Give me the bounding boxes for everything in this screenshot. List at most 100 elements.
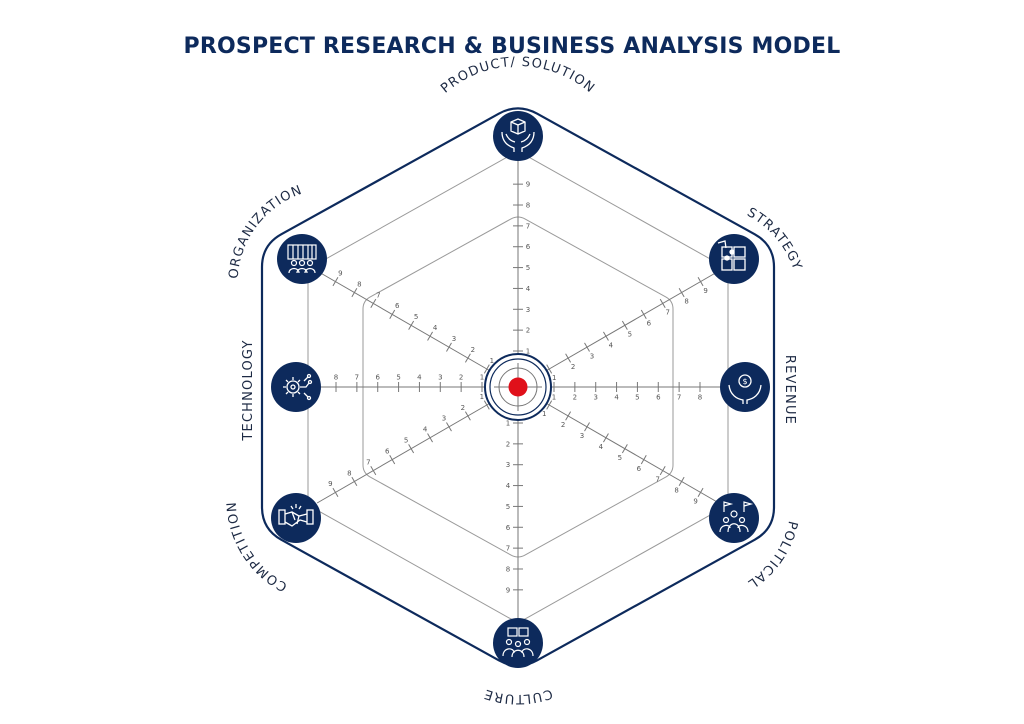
axis-tick bbox=[659, 298, 666, 309]
tick-label: 5 bbox=[506, 503, 510, 511]
axis-tick bbox=[464, 353, 471, 363]
tick-label: 7 bbox=[355, 374, 359, 382]
tick-label: 7 bbox=[506, 545, 510, 553]
tick-label: 4 bbox=[433, 324, 438, 332]
tick-label: 2 bbox=[461, 404, 465, 412]
tick-label: 7 bbox=[376, 291, 380, 299]
node-revenue: $ bbox=[720, 362, 770, 412]
tick-label: 5 bbox=[635, 394, 639, 402]
axis-tick bbox=[697, 277, 704, 287]
tick-label: 2 bbox=[571, 363, 575, 371]
axis-tick bbox=[621, 320, 628, 330]
axis-tick bbox=[332, 487, 339, 497]
tick-label: 5 bbox=[618, 454, 622, 462]
tick-label: 4 bbox=[423, 426, 428, 434]
axis-tick bbox=[659, 465, 666, 476]
tick-label: 1 bbox=[480, 374, 484, 382]
axis-tick bbox=[389, 455, 396, 465]
tick-label: 2 bbox=[561, 421, 565, 429]
axis-line-6 bbox=[316, 403, 490, 504]
tick-label: 6 bbox=[647, 320, 652, 328]
tick-label: 6 bbox=[526, 243, 531, 251]
axis-tick bbox=[408, 320, 415, 330]
tick-label: 4 bbox=[614, 394, 619, 402]
axis-line-2 bbox=[546, 270, 720, 371]
tick-label: 1 bbox=[490, 357, 494, 365]
tick-label: 7 bbox=[366, 458, 370, 466]
tick-label: 8 bbox=[357, 280, 361, 288]
flag-people-icon bbox=[719, 501, 754, 533]
center-dot bbox=[508, 377, 528, 397]
tick-label: 2 bbox=[506, 440, 510, 448]
handshake-icon bbox=[278, 504, 314, 527]
node-product-solution bbox=[493, 111, 543, 161]
axis-tick bbox=[483, 400, 490, 410]
tick-label: 3 bbox=[580, 432, 584, 440]
tick-label: 1 bbox=[552, 394, 556, 402]
axis-tick bbox=[678, 287, 685, 298]
tick-label: 5 bbox=[526, 264, 530, 272]
tick-label: 1 bbox=[526, 348, 530, 356]
tick-label: 4 bbox=[609, 341, 614, 349]
node-strategy bbox=[709, 234, 759, 284]
tick-label: 3 bbox=[452, 335, 456, 343]
tick-label: 8 bbox=[698, 394, 702, 402]
tick-label: 6 bbox=[395, 302, 400, 310]
hands-box-icon bbox=[501, 118, 535, 152]
tick-label: 8 bbox=[334, 374, 338, 382]
tick-label: 8 bbox=[347, 469, 351, 477]
tick-label: 3 bbox=[442, 415, 446, 423]
tick-label: 8 bbox=[526, 202, 530, 210]
axis-tick bbox=[678, 476, 685, 487]
axis-tick bbox=[565, 353, 572, 363]
axis-tick bbox=[446, 422, 452, 432]
tick-label: 5 bbox=[404, 437, 408, 445]
axis-tick bbox=[370, 298, 377, 309]
tick-label: 4 bbox=[506, 482, 511, 490]
team-puzzle-icon bbox=[502, 627, 534, 658]
axis-tick bbox=[446, 342, 452, 352]
axis-tick bbox=[603, 433, 609, 443]
center-target bbox=[484, 353, 552, 421]
axis-tick bbox=[584, 422, 590, 432]
tick-label: 4 bbox=[599, 443, 604, 451]
tick-label: 5 bbox=[414, 313, 418, 321]
tick-label: 3 bbox=[590, 352, 594, 360]
puzzle-icon bbox=[717, 240, 746, 271]
axis-tick bbox=[427, 331, 433, 341]
axis-tick bbox=[697, 487, 704, 497]
tick-label: 1 bbox=[506, 420, 510, 428]
tick-label: 6 bbox=[385, 448, 390, 456]
axis-tick bbox=[351, 287, 358, 298]
axis-tick bbox=[370, 465, 377, 476]
tick-label: 5 bbox=[628, 331, 632, 339]
axis-line-8 bbox=[316, 270, 490, 371]
svg-text:$: $ bbox=[742, 377, 747, 386]
axis-tick bbox=[640, 455, 647, 465]
axis-tick bbox=[408, 444, 415, 454]
tick-label: 7 bbox=[655, 476, 659, 484]
tick-label: 9 bbox=[703, 287, 707, 295]
grid-hexagon-1 bbox=[362, 216, 674, 558]
tick-label: 2 bbox=[459, 374, 463, 382]
tick-label: 8 bbox=[506, 566, 510, 574]
building-people-icon bbox=[287, 244, 317, 274]
axis-tick bbox=[603, 331, 609, 341]
tick-label: 4 bbox=[526, 285, 531, 293]
tick-label: 7 bbox=[526, 222, 530, 230]
tick-label: 9 bbox=[526, 181, 530, 189]
tick-label: 1 bbox=[542, 410, 546, 418]
label-revenue: REVENUE bbox=[782, 355, 797, 425]
tick-label: 1 bbox=[480, 393, 484, 401]
axis-line-4 bbox=[546, 403, 720, 504]
page-title: PROSPECT RESEARCH & BUSINESS ANALYSIS MO… bbox=[183, 34, 841, 59]
axis-tick bbox=[332, 277, 339, 287]
axis-tick bbox=[584, 342, 590, 352]
label-technology: TECHNOLOGY bbox=[241, 339, 256, 441]
axis-tick bbox=[389, 309, 396, 319]
tick-label: 6 bbox=[506, 524, 511, 532]
tick-label: 3 bbox=[438, 374, 442, 382]
axis-lines bbox=[313, 147, 723, 622]
tick-label: 9 bbox=[693, 498, 697, 506]
